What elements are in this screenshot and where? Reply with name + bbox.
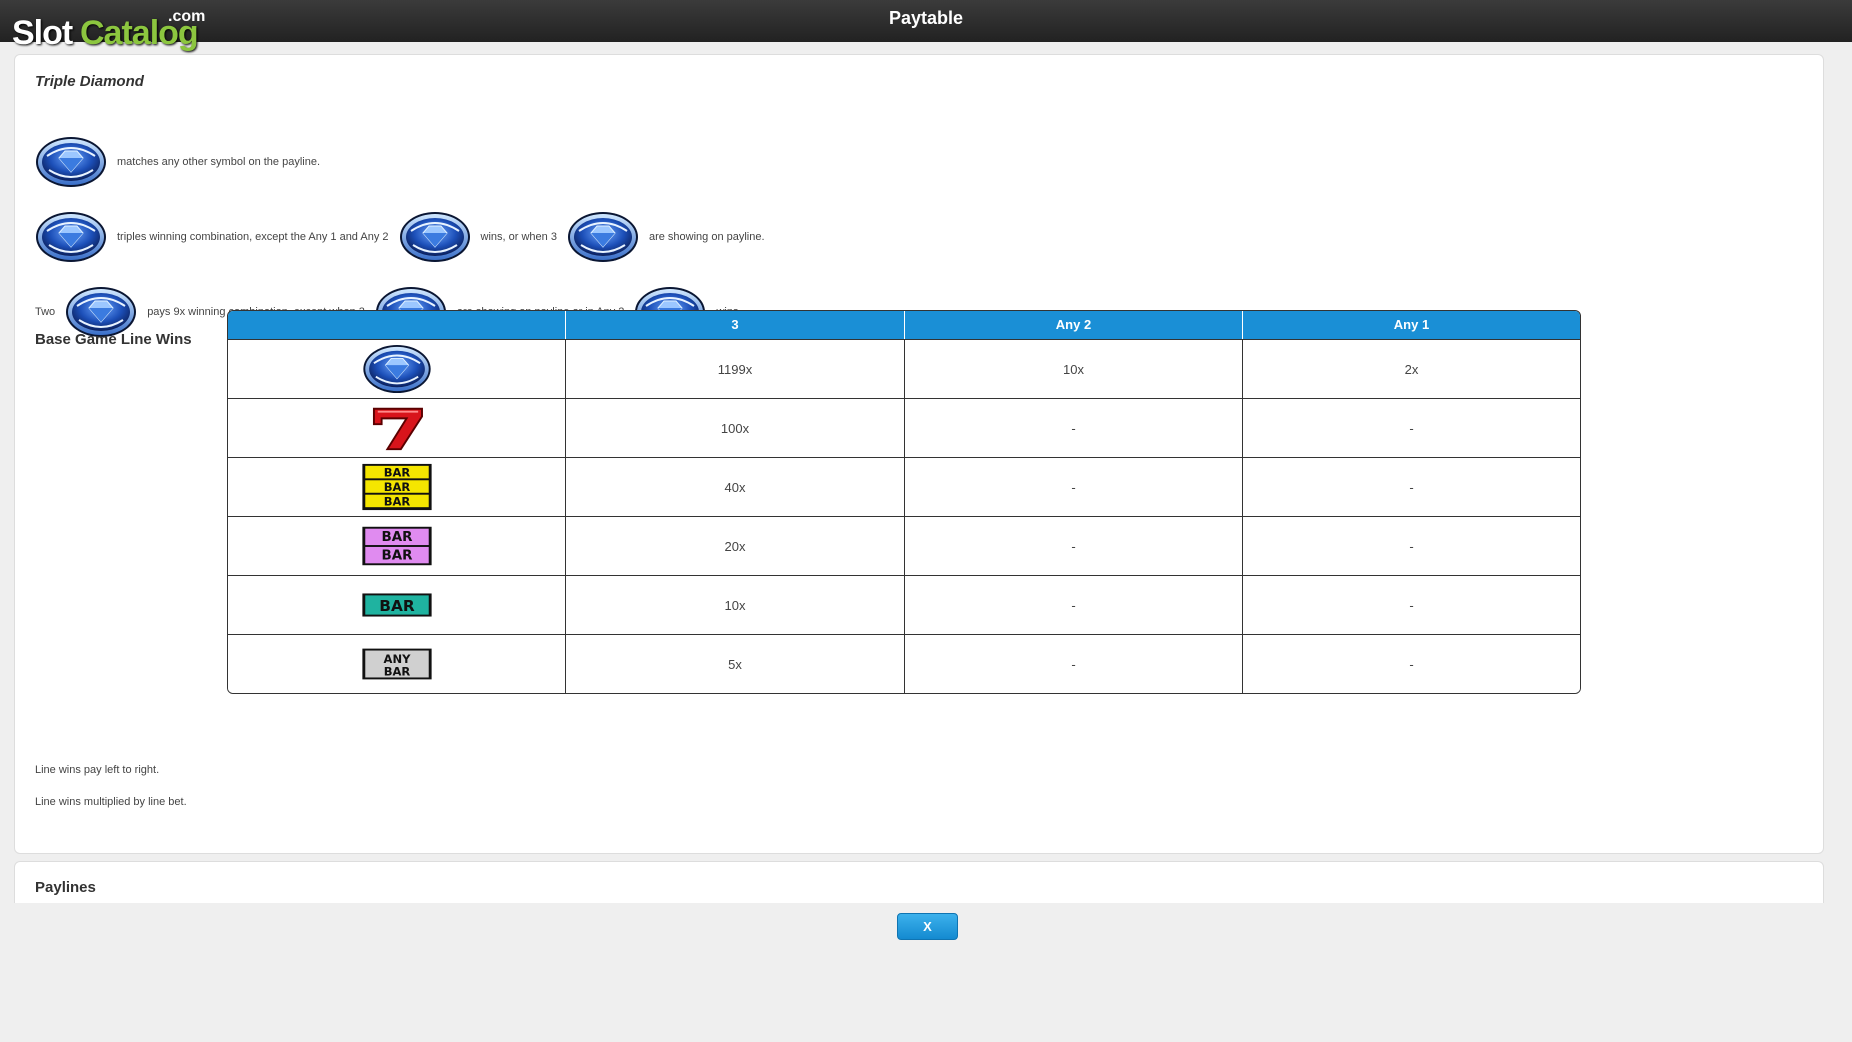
pay-cell: 100x xyxy=(566,399,905,457)
pay-cell: - xyxy=(905,635,1243,693)
symbol-cell: BAR xyxy=(228,576,566,634)
page-title: Paytable xyxy=(888,8,964,28)
triple-bar-icon: BAR BAR BAR xyxy=(361,463,432,511)
pay-cell: 20x xyxy=(566,517,905,575)
triple-diamond-icon xyxy=(35,211,107,263)
pay-cell: 40x xyxy=(566,458,905,516)
svg-text:BAR: BAR xyxy=(383,480,410,494)
symbol-cell: BAR BAR xyxy=(228,517,566,575)
symbol-cell: BAR BAR BAR xyxy=(228,458,566,516)
table-row: BAR BAR BAR 40x - - xyxy=(228,457,1580,516)
triple-diamond-icon xyxy=(399,211,471,263)
logo-catalog-text: Catalog xyxy=(80,14,199,52)
svg-text:BAR: BAR xyxy=(383,494,410,508)
pay-cell: - xyxy=(905,458,1243,516)
table-header-row: 3 Any 2 Any 1 xyxy=(228,311,1580,339)
table-row: BAR BAR 20x - - xyxy=(228,516,1580,575)
note-text: Line wins pay left to right. xyxy=(35,764,160,776)
any-bar-icon: ANY BAR xyxy=(361,648,432,680)
slotcatalog-logo[interactable]: Slot Catalog .com xyxy=(12,6,212,56)
single-bar-icon: BAR xyxy=(361,593,432,617)
svg-text:BAR: BAR xyxy=(383,465,410,479)
table-row: 100x - - xyxy=(228,398,1580,457)
red-seven-icon xyxy=(372,407,423,451)
pay-cell: - xyxy=(905,399,1243,457)
pay-cell: - xyxy=(1409,656,1414,672)
triple-diamond-icon xyxy=(361,344,433,394)
pay-cell: 5x xyxy=(566,635,905,693)
table-row: 1199x 10x 2x xyxy=(228,339,1580,398)
column-header xyxy=(228,311,566,339)
wild-rule-row: matches any other symbol on the payline. xyxy=(35,135,330,189)
pay-cell: - xyxy=(1409,479,1414,495)
rule-text: triples winning combination, except the … xyxy=(117,231,389,243)
svg-text:BAR: BAR xyxy=(379,597,415,615)
symbol-cell xyxy=(228,340,566,398)
paylines-title: Paylines xyxy=(35,879,96,896)
column-header: Any 1 xyxy=(1393,317,1430,332)
multiplier-rule-row: triples winning combination, except the … xyxy=(35,210,775,264)
pay-cell: - xyxy=(905,517,1243,575)
section-title: Base Game Line Wins xyxy=(35,331,192,348)
pay-cell: 1199x xyxy=(566,340,905,398)
rule-text: are showing on payline. xyxy=(648,231,765,243)
rule-text: matches any other symbol on the payline. xyxy=(117,156,321,168)
column-header: 3 xyxy=(566,311,905,339)
svg-text:BAR: BAR xyxy=(383,665,410,679)
logo-slot-text: Slot xyxy=(12,14,73,52)
paytable: 3 Any 2 Any 1 1199x 10x 2x 100x - - xyxy=(227,310,1581,694)
game-title: Triple Diamond xyxy=(35,73,144,90)
column-header: Any 2 xyxy=(905,311,1243,339)
symbol-cell xyxy=(228,399,566,457)
pay-cell: 10x xyxy=(905,340,1243,398)
table-row: BAR 10x - - xyxy=(228,575,1580,634)
pay-cell: 2x xyxy=(1404,361,1419,377)
svg-text:ANY: ANY xyxy=(383,652,411,666)
svg-text:BAR: BAR xyxy=(381,548,413,563)
symbol-cell: ANY BAR xyxy=(228,635,566,693)
logo-com-text: .com xyxy=(168,8,206,25)
table-row: ANY BAR 5x - - xyxy=(228,634,1580,693)
rule-text: wins, or when 3 xyxy=(480,231,557,243)
pay-cell: - xyxy=(1409,538,1414,554)
triple-diamond-icon xyxy=(567,211,639,263)
pay-cell: - xyxy=(1409,420,1414,436)
triple-diamond-icon xyxy=(35,136,107,188)
close-button[interactable]: X xyxy=(897,913,958,940)
pay-cell: 10x xyxy=(566,576,905,634)
pay-cell: - xyxy=(905,576,1243,634)
top-bar: Slot Catalog .com Paytable xyxy=(0,0,1852,52)
pay-cell: - xyxy=(1409,597,1414,613)
double-bar-icon: BAR BAR xyxy=(361,526,432,566)
rule-prefix: Two xyxy=(35,306,56,318)
note-text: Line wins multiplied by line bet. xyxy=(35,796,187,808)
paylines-panel: Paylines xyxy=(14,861,1824,903)
svg-text:BAR: BAR xyxy=(381,530,413,545)
